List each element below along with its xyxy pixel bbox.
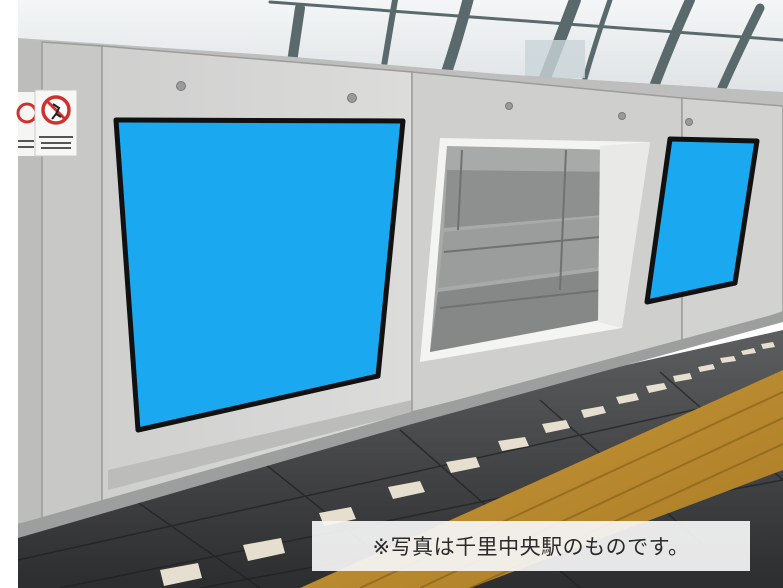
- no-running-icon: [41, 95, 71, 125]
- ad-space-right: [644, 136, 760, 305]
- warning-stickers: [16, 89, 78, 157]
- roof-area: [18, 0, 783, 93]
- ad-space-left: [113, 117, 406, 433]
- glass-window: [420, 138, 650, 362]
- photo-caption: ※写真は千里中央駅のものです。: [312, 521, 750, 571]
